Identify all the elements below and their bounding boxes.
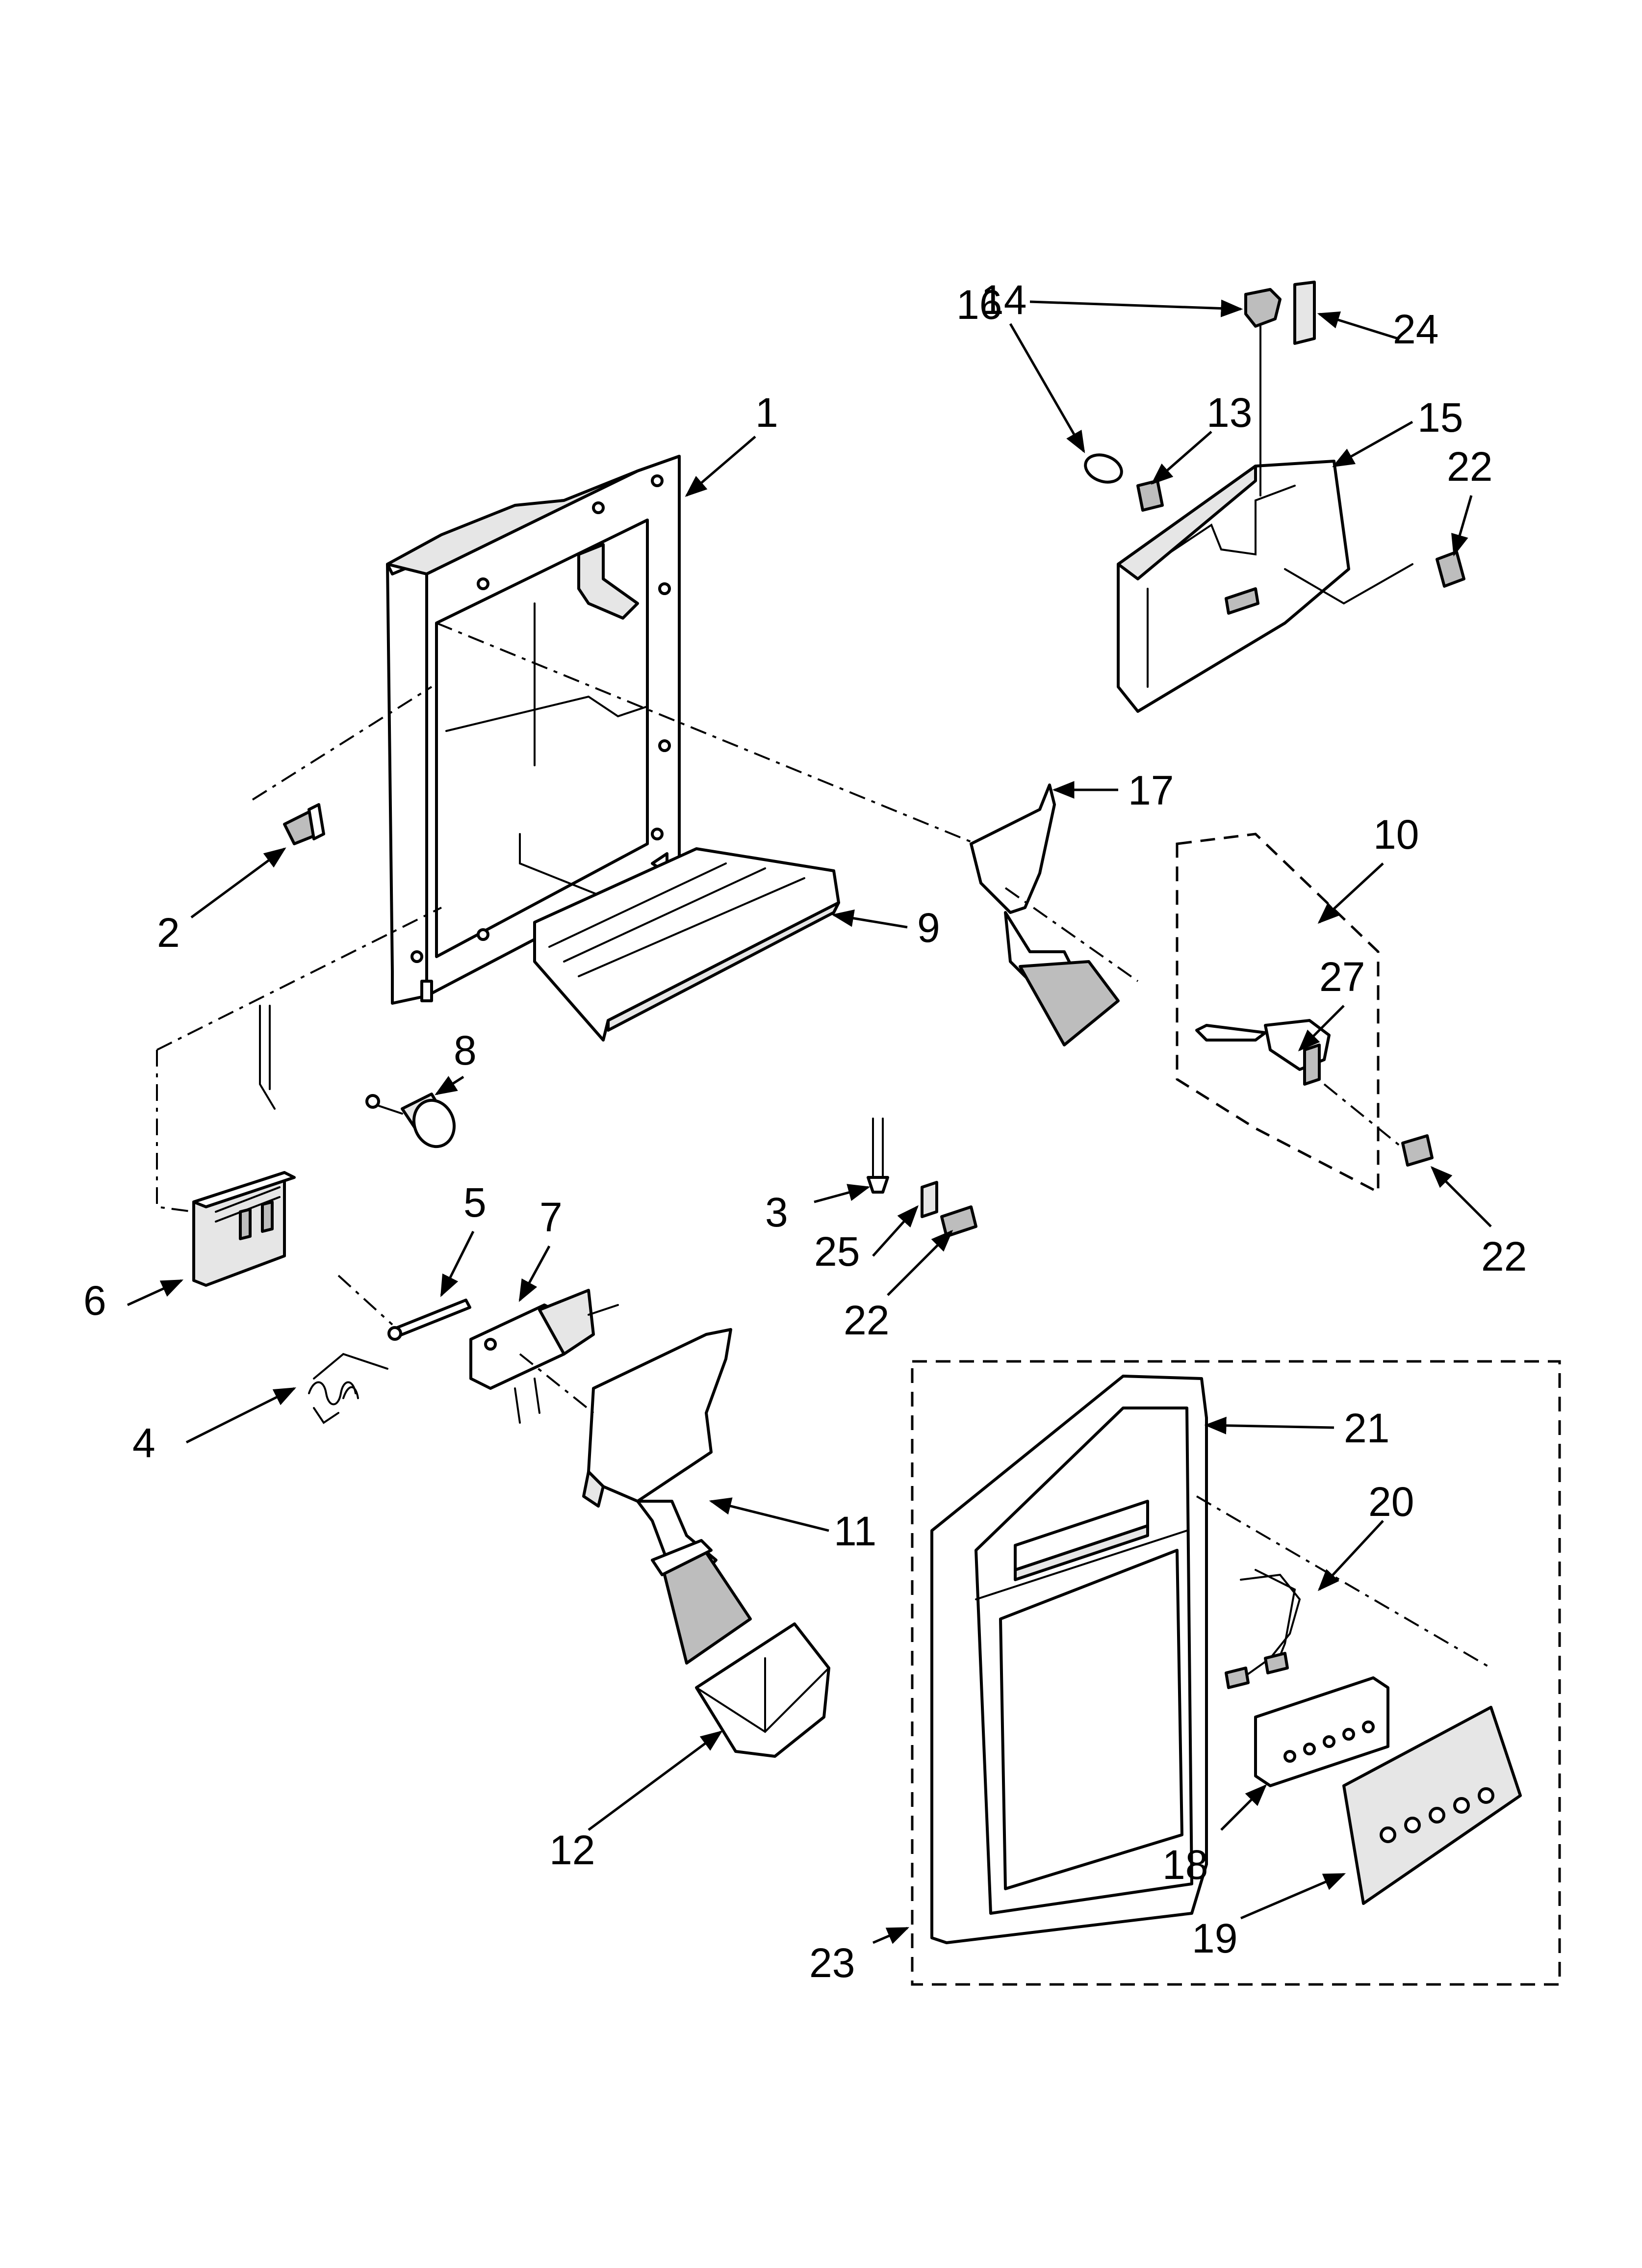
callout-18: 18 [1162,1842,1208,1888]
callout-22-center: 22 [844,1297,889,1343]
callout-23: 23 [809,1940,855,1986]
callout-17: 17 [1128,767,1174,813]
part-1-dispenser-housing [386,455,681,1005]
callout-10: 10 [1373,811,1419,858]
callout-24: 24 [1393,306,1438,352]
callout-22-right: 22 [1481,1233,1527,1279]
callout-4: 4 [132,1420,155,1466]
callout-27: 27 [1319,954,1365,1000]
callout-7: 7 [539,1194,563,1240]
part-7-bracket [469,1289,619,1424]
part-24-cover [1293,281,1316,345]
callout-15: 15 [1417,394,1463,441]
callout-13: 13 [1206,390,1252,436]
part-22-screw-right [1401,1134,1434,1167]
part-13-socket [1136,479,1164,512]
callout-20: 20 [1368,1479,1414,1525]
callout-labels: 1 2 3 4 5 6 7 8 9 10 11 12 13 14 15 16 1… [83,277,1527,1986]
part-11-ice-actuator [582,1328,752,1665]
callout-16: 16 [956,282,1002,328]
part-16-bulb [1084,453,1123,484]
part-14-switch [1244,288,1282,496]
callout-5: 5 [463,1179,487,1225]
callout-2: 2 [157,910,180,956]
part-25-insulator [921,1181,938,1218]
part-2-screw [283,803,325,845]
callout-21: 21 [1344,1405,1389,1451]
part-17-paddle-arm [970,783,1120,1046]
part-8-solenoid [365,1093,456,1148]
leader-lines [127,299,1492,1944]
callout-9: 9 [917,905,940,951]
callout-6: 6 [83,1277,106,1324]
callout-25: 25 [814,1228,860,1275]
callout-8: 8 [454,1027,477,1073]
callout-11: 11 [834,1508,876,1554]
part-5-pin [387,1299,471,1341]
callout-3: 3 [765,1189,788,1235]
part-23-facade-group [911,1360,1561,1986]
callout-22-top: 22 [1447,443,1492,490]
part-15-light-housing [1117,460,1413,713]
part-12-ice-chute [695,1622,830,1758]
callout-19: 19 [1192,1915,1237,1961]
callout-14: 14 [981,277,1026,323]
part-6-control-module [192,1005,296,1287]
part-22-screw-top [1436,550,1465,588]
callout-12: 12 [549,1827,595,1873]
part-3-switch-clip [867,1118,889,1194]
callout-1: 1 [755,390,778,436]
part-22-screw-center [940,1205,977,1238]
part-27-lever [1195,1019,1331,1086]
part-4-spring [308,1353,388,1424]
part-10-group-outline [1176,833,1380,1195]
alignment-lines [156,622,1492,1669]
